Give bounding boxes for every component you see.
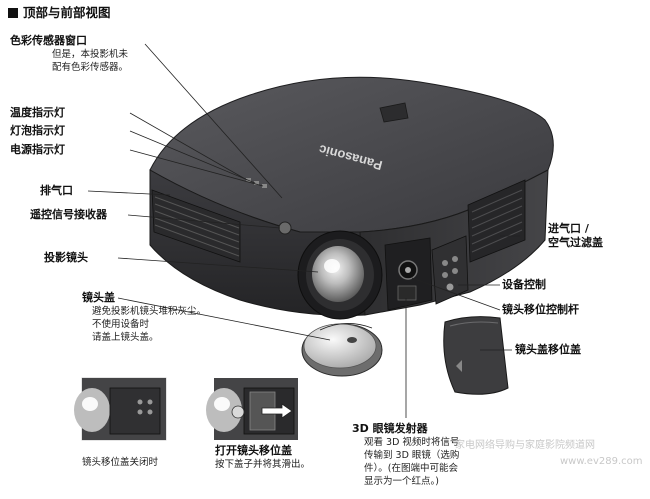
color-sensor-note-line-1: 但是，本投影机未 bbox=[52, 49, 129, 60]
device-controls-label: 设备控制 bbox=[502, 278, 546, 291]
open-cover-label: 打开镜头移位盖 bbox=[215, 444, 292, 457]
remote-receiver-window bbox=[278, 221, 292, 235]
watermark-line-1: 家电网络导购与家庭影院频道网 bbox=[455, 440, 595, 451]
exhaust-vent-label: 排气口 bbox=[40, 184, 73, 197]
3d-emitter-note: 观看 3D 视频时将信号 传输到 3D 眼镜（选购 件）。(在图端中可能会 显示… bbox=[364, 436, 459, 488]
3d-emitter-note-line-4: 显示为一个红点。) bbox=[364, 476, 439, 487]
intake-vent-label-line-2: 空气过滤盖 bbox=[548, 236, 603, 249]
lens-shift-cover-label: 镜头盖移位盖 bbox=[515, 343, 581, 356]
inset-cover-closed bbox=[74, 377, 167, 441]
power-indicator-label: 电源指示灯 bbox=[10, 143, 65, 156]
3d-emitter-label: 3D 眼镜发射器 bbox=[352, 422, 428, 435]
color-sensor-label: 色彩传感器窗口 bbox=[10, 34, 87, 47]
remote-receiver-label: 遥控信号接收器 bbox=[30, 208, 107, 221]
inset-open-cover bbox=[206, 378, 298, 440]
lens-cap-note-line-2: 不使用设备时 bbox=[92, 319, 150, 330]
3d-emitter-note-line-1: 观看 3D 视频时将信号 bbox=[364, 437, 460, 448]
lens-cap-note-line-1: 避免投影机镜头堆积灰尘。 bbox=[92, 306, 207, 317]
intake-grille bbox=[467, 179, 526, 263]
open-cover-note: 按下盖子并将其滑出。 bbox=[215, 459, 311, 470]
color-sensor-note-line-2: 配有色彩传感器。 bbox=[52, 62, 129, 73]
3d-emitter-note-line-3: 件）。(在图端中可能会 bbox=[364, 463, 458, 474]
lens-cap-note-line-3: 请盖上镜头盖。 bbox=[92, 332, 159, 343]
intake-vent-label: 进气口 / 空气过滤盖 bbox=[548, 222, 603, 250]
control-panel bbox=[431, 235, 469, 305]
section-title: 顶部与前部视图 bbox=[8, 5, 111, 21]
lens-cap-note: 避免投影机镜头堆积灰尘。 不使用设备时 请盖上镜头盖。 bbox=[92, 305, 206, 344]
projection-lens bbox=[297, 230, 383, 320]
leader-lines bbox=[87, 43, 520, 418]
3d-emitter-note-line-2: 传输到 3D 眼镜（选购 bbox=[364, 450, 460, 461]
lens-cap-label: 镜头盖 bbox=[82, 291, 115, 304]
bullet-square-icon bbox=[8, 8, 18, 18]
temperature-indicator-label: 温度指示灯 bbox=[10, 106, 65, 119]
section-title-text: 顶部与前部视图 bbox=[23, 5, 111, 20]
intake-vent-label-line-1: 进气口 / bbox=[548, 222, 589, 235]
projection-lens-label: 投影镜头 bbox=[44, 251, 88, 264]
lens-shift-lever-label: 镜头移位控制杆 bbox=[502, 303, 579, 316]
lens-cap bbox=[301, 323, 383, 377]
color-sensor-note: 但是，本投影机未 配有色彩传感器。 bbox=[52, 48, 128, 74]
lens-shift-area bbox=[384, 237, 433, 311]
lamp-indicator-label: 灯泡指示灯 bbox=[10, 124, 65, 137]
watermark-line-2: www.ev289.com bbox=[560, 456, 643, 467]
lens-shift-cover bbox=[443, 316, 509, 395]
exhaust-grille bbox=[151, 189, 241, 263]
cover-closed-caption: 镜头移位盖关闭时 bbox=[82, 457, 159, 468]
